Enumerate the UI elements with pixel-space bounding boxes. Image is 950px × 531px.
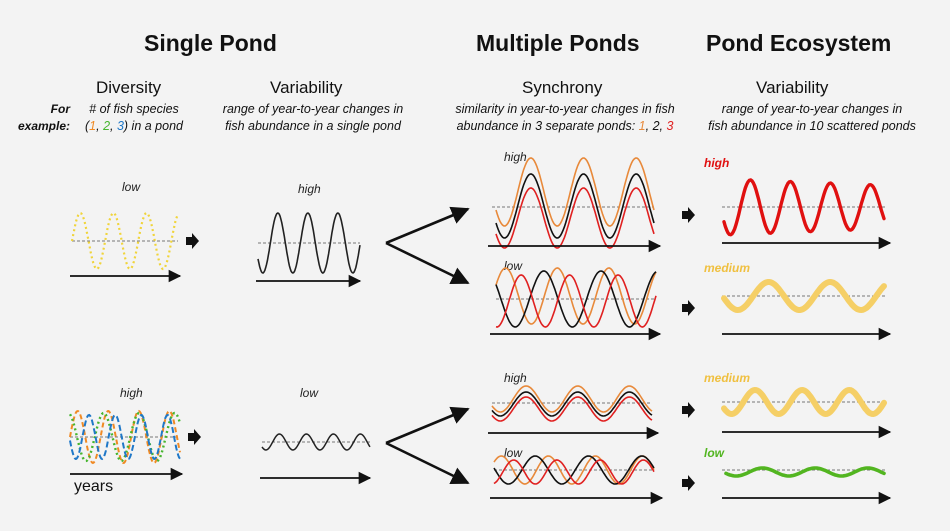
sync1-pond-2-wave [495, 173, 655, 239]
sync3-pond-3-wave [491, 396, 653, 422]
pond-2-number: 2 [652, 119, 660, 133]
header-pond-ecosystem: Pond Ecosystem [706, 30, 892, 56]
sync4-pond-2-wave [493, 455, 655, 485]
desc-variability-single: range of year-to-year changes in fish ab… [208, 101, 418, 135]
branch-arrow-row1-down [385, 241, 470, 285]
col-title-diversity: Diversity [96, 78, 162, 97]
row1-variability-wave [257, 212, 361, 274]
desc-synchrony: similarity in year-to-year changes in fi… [442, 101, 688, 135]
row2-species-3-wave [69, 413, 181, 461]
sync1-arrow [682, 207, 695, 223]
sync4-pond-1-wave [493, 455, 655, 485]
level-sync-1: high [504, 150, 527, 164]
eco3-wave [721, 386, 887, 418]
col-title-variability-eco: Variability [756, 78, 829, 97]
col-title-synchrony: Synchrony [522, 78, 603, 97]
level-eco-2: medium [704, 261, 751, 275]
desc-sync-line2: abundance in 3 separate ponds: 1, 2, 3 [442, 118, 688, 135]
sync2-pond-1-wave [495, 267, 657, 325]
species-2-number: 2 [103, 119, 111, 133]
level-sync-4: low [504, 446, 523, 460]
sync4-arrow [682, 475, 695, 491]
desc-var-eco-line2: fish abundance in 10 scattered ponds [708, 119, 916, 133]
level-eco-3: medium [704, 371, 751, 385]
sync1-pond-3-wave [495, 187, 655, 249]
axis-label-years: years [74, 478, 114, 495]
eco2-wave [721, 279, 887, 314]
row2-species-1-wave [69, 409, 181, 465]
eco1-wave [722, 178, 886, 237]
pond-3-number: 3 [666, 119, 674, 133]
sep-1: , [96, 119, 104, 133]
sync3-pond-1-wave [491, 385, 653, 413]
sync2-pond-2-wave [495, 270, 657, 328]
desc-sync-line1: similarity in year-to-year changes in fi… [455, 102, 675, 116]
col-title-variability-single: Variability [270, 78, 343, 97]
desc-diversity: # of fish species (1, 2, 3) in a pond [76, 101, 192, 135]
desc-sync-line2-pre: abundance in 3 separate ponds: [456, 119, 639, 133]
eco4-wave [724, 466, 886, 478]
sync3-pond-2-wave [491, 391, 653, 417]
sync-sep-1: , [645, 119, 653, 133]
level-row2-diversity: high [120, 386, 143, 400]
header-single-pond: Single Pond [144, 30, 277, 56]
level-row2-variability: low [300, 386, 319, 400]
row2-variability-wave [261, 433, 371, 451]
pond-1-number: 1 [638, 119, 646, 133]
desc-var-eco-line1: range of year-to-year changes in [721, 102, 903, 116]
species-3-number: 3 [116, 119, 124, 133]
sync1-pond-1-wave [495, 157, 655, 227]
desc-variability-eco: range of year-to-year changes in fish ab… [698, 101, 926, 135]
species-1-number: 1 [89, 119, 97, 133]
row1-diversity-arrow [186, 233, 199, 249]
sync2-arrow [682, 300, 695, 316]
desc-diversity-line1: # of fish species [89, 102, 179, 116]
row1-diversity-species-wave [70, 211, 179, 271]
sync3-arrow [682, 402, 695, 418]
sync4-pond-3-wave [493, 459, 655, 485]
row2-diversity-arrow [188, 429, 201, 445]
desc-diversity-line2: (1, 2, 3) in a pond [76, 118, 192, 135]
level-row1-variability: high [298, 182, 321, 196]
level-eco-4: low [704, 446, 724, 460]
sync-sep-2: , [659, 119, 667, 133]
for-example-label: For example: [12, 101, 70, 135]
paren-open: ( [84, 119, 90, 133]
row2-species-2-wave [68, 411, 182, 463]
for-example-line1: For [50, 102, 70, 116]
branch-arrow-row1-up [385, 206, 470, 245]
sync2-pond-3-wave [495, 274, 657, 328]
for-example-line2: example: [17, 119, 70, 133]
level-sync-3: high [504, 371, 527, 385]
branch-arrow-row2-down [385, 441, 470, 485]
level-eco-1: high [704, 156, 730, 170]
header-multiple-ponds: Multiple Ponds [476, 30, 640, 56]
desc-var-single-line1: range of year-to-year changes in [222, 102, 404, 116]
level-row1-diversity: low [122, 180, 141, 194]
branch-arrow-row2-up [385, 406, 470, 445]
sep-2: , [110, 119, 117, 133]
desc-var-single-line2: fish abundance in a single pond [225, 119, 401, 133]
paren-close: ) in a pond [123, 119, 183, 133]
